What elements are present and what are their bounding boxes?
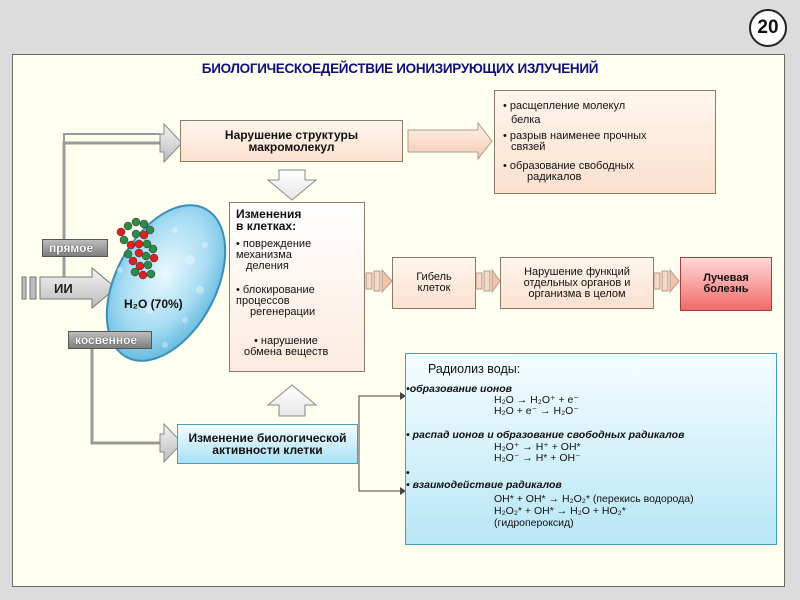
cell-change-item: • повреждение механизма деления <box>236 238 312 272</box>
radiolysis-equation: H₂O + e⁻ → H₂O⁻ <box>494 405 579 417</box>
cell-death-box: Гибель клеток <box>392 257 476 309</box>
bio-activity-box: Изменение биологической активности клетк… <box>177 424 358 464</box>
cell-illustration <box>105 204 227 362</box>
diagram-title: БИОЛОГИЧЕСКОЕДЕЙСТВИЕ ИОНИЗИРУЮЩИХ ИЗЛУЧ… <box>201 61 599 76</box>
indirect-action-label: косвенное <box>68 331 152 349</box>
arrow-up-to-cell-changes <box>266 384 318 417</box>
macromolecule-line2: макромолекул <box>248 140 335 154</box>
water-percentage-label: H₂O (70%) <box>124 297 183 311</box>
indirect-path-line <box>90 338 164 445</box>
arrow-to-cell-death <box>381 268 393 294</box>
radiolysis-title: Радиолиз воды: <box>428 362 521 376</box>
ionizing-radiation-label: ИИ <box>54 281 73 296</box>
organ-failure-box: Нарушение функций отдельных органов и ор… <box>500 257 654 309</box>
macromolecule-damage-box: Нарушение структуры макромолекул <box>180 120 403 162</box>
protein-effect-item: • разрыв наименее прочных <box>503 130 647 142</box>
arrow-to-macromolecule <box>159 122 183 164</box>
radiation-sickness-box: Лучевая болезнь <box>680 257 772 311</box>
radiolysis-heading: •образование ионов <box>406 383 512 395</box>
radiolysis-equation: (гидропероксид) <box>494 517 574 529</box>
protein-effects-box: • расщепление молекул белка • разрыв наи… <box>494 90 716 194</box>
arrow-to-organ-failure <box>491 268 501 294</box>
radiolysis-equation: H₂O₂* + OH* → H₂O + HO₂* <box>494 505 626 517</box>
arrow-to-protein-effects <box>407 121 493 161</box>
radiolysis-equation: H₂O⁺ → H⁺ + OH* <box>494 441 581 453</box>
cell-changes-title: Изменения <box>236 207 302 221</box>
radiation-arrow <box>39 266 117 310</box>
arrow-to-radiation-sickness <box>669 268 680 294</box>
protein-effect-item: • образование свободных <box>503 160 635 172</box>
radiolysis-equation: OH* + OH* → H₂O₂* (перекись водорода) <box>494 493 694 505</box>
direct-action-label: прямое <box>42 239 108 257</box>
radiolysis-empty-bullet: • <box>406 467 410 479</box>
page-number-badge: 20 <box>749 9 787 47</box>
cell-change-item: • нарушение обмена веществ <box>244 335 329 358</box>
macromolecule-line1: Нарушение структуры <box>224 128 359 142</box>
cell-change-item: • блокирование процессов регенерации <box>236 284 316 318</box>
cell-changes-box: Изменения в клетках: • повреждение механ… <box>229 202 365 372</box>
radiolysis-heading: • взаимодействие радикалов <box>406 479 562 491</box>
arrow-down-to-cell-changes <box>266 169 318 201</box>
protein-effect-item: • расщепление молекул <box>503 100 626 112</box>
radiolysis-equation: H₂O → H₂O⁺ + e⁻ <box>494 394 579 406</box>
radiolysis-heading: • распад ионов и образование свободных р… <box>406 429 685 441</box>
radiolysis-equation: H₂O⁻ → H* + OH⁻ <box>494 452 581 464</box>
radiolysis-box: Радиолиз воды: •образование ионов H₂O → … <box>405 353 777 545</box>
